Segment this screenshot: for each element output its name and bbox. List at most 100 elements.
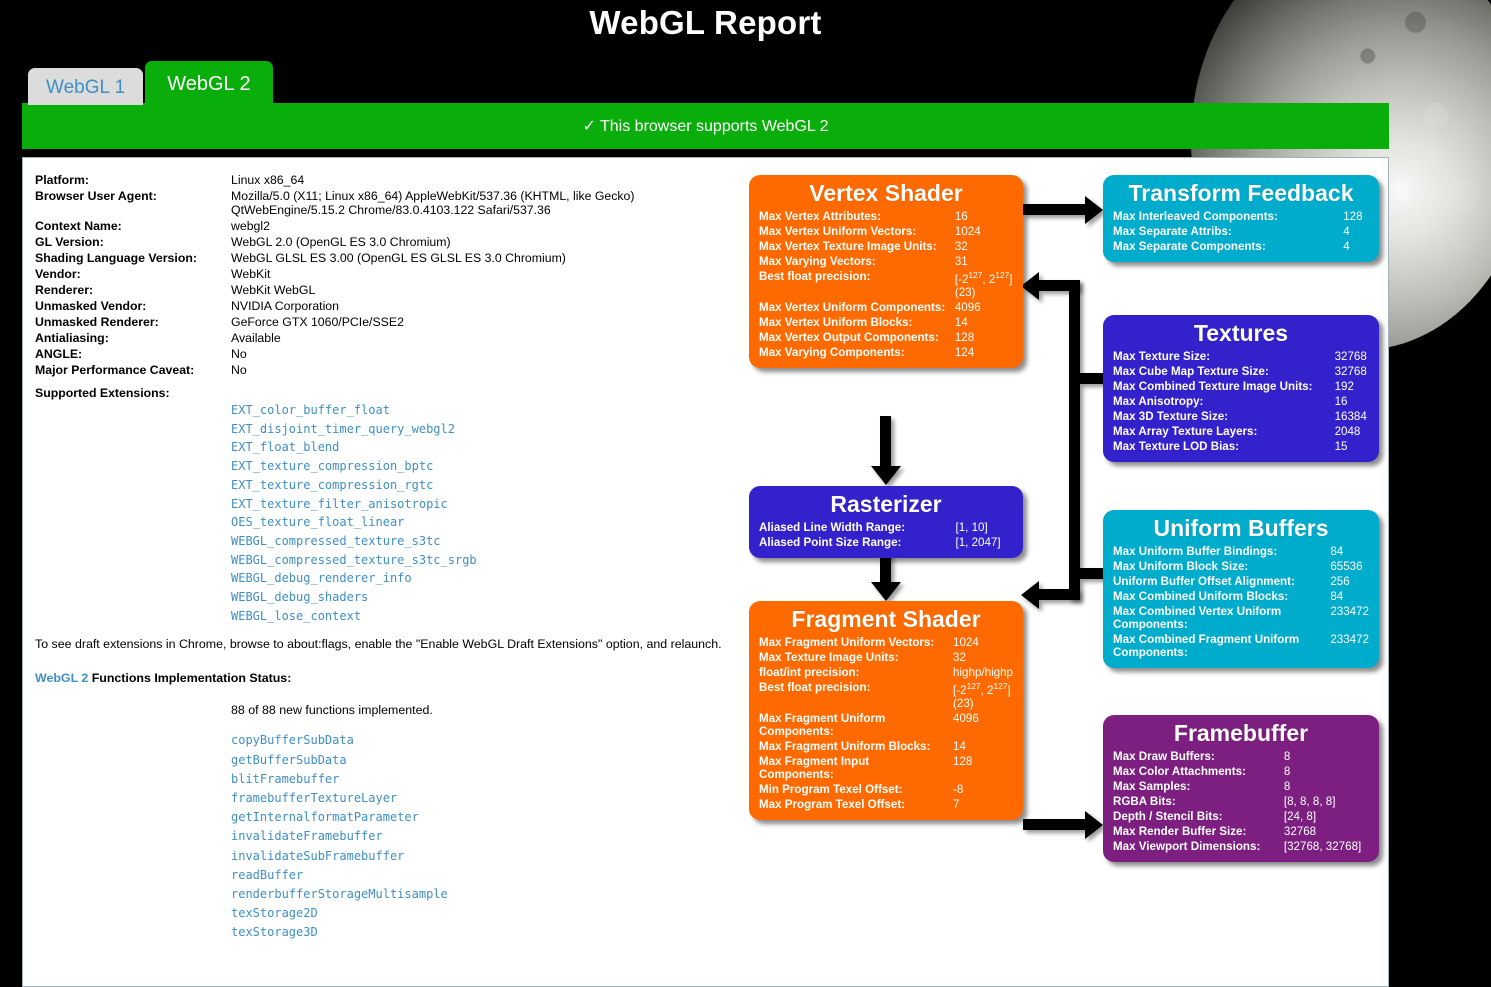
node-param-row: Max 3D Texture Size:16384 [1113, 409, 1369, 424]
support-banner: ✓ This browser supports WebGL 2 [22, 103, 1389, 149]
node-param-row: Max Texture LOD Bias:15 [1113, 439, 1369, 454]
arrow-fragment-to-framebuffer-shaft [1023, 819, 1087, 830]
node-rasterizer-table: Aliased Line Width Range:[1, 10]Aliased … [759, 520, 1013, 550]
node-param-key: Max Render Buffer Size: [1113, 825, 1247, 839]
node-param-key: Max Separate Attribs: [1113, 225, 1232, 239]
function-item[interactable]: getInternalformatParameter [231, 810, 419, 825]
node-param-row: Aliased Point Size Range:[1, 2047] [759, 535, 1013, 550]
extension-item[interactable]: OES_texture_float_linear [231, 515, 405, 530]
function-item[interactable]: getBufferSubData [231, 752, 347, 767]
node-param-value: 1024 [954, 225, 981, 239]
extension-item[interactable]: EXT_texture_compression_rgtc [231, 477, 434, 492]
arrow-rasterizer-to-fragment-head [870, 582, 901, 601]
tab-webgl-1[interactable]: WebGL 1 [28, 68, 144, 105]
node-param-value: 15 [1334, 440, 1348, 454]
node-param-value: 84 [1330, 590, 1344, 604]
extension-item[interactable]: WEBGL_debug_renderer_info [231, 571, 412, 586]
arrow-uniform-branch [1079, 568, 1105, 579]
node-param-key: Max Combined Uniform Blocks: [1113, 590, 1289, 604]
functions-status-link[interactable]: WebGL 2 [35, 671, 89, 686]
info-row-value: Available [231, 331, 281, 345]
node-param-row: Max Vertex Output Components:128 [759, 330, 1013, 345]
node-param-row: RGBA Bits:[8, 8, 8, 8] [1113, 794, 1369, 809]
node-param-value: 7 [953, 797, 960, 811]
info-row-value: No [231, 363, 247, 377]
function-item[interactable]: blitFramebuffer [231, 771, 340, 786]
extension-item[interactable]: WEBGL_lose_context [231, 608, 362, 623]
info-row-key: Context Name: [35, 219, 122, 233]
node-param-value: 84 [1330, 545, 1344, 559]
node-param-row: Max Color Attachments:8 [1113, 764, 1369, 779]
extension-item[interactable]: WEBGL_compressed_texture_s3tc_srgb [231, 552, 477, 567]
node-param-row: Max Vertex Uniform Blocks:14 [759, 315, 1013, 330]
extension-item[interactable]: WEBGL_debug_shaders [231, 590, 369, 605]
node-param-row: Max Separate Components:4 [1113, 239, 1369, 254]
info-row-key: Vendor: [35, 267, 81, 281]
node-param-key: Max Array Texture Layers: [1113, 425, 1258, 439]
node-param-key: Max Cube Map Texture Size: [1113, 365, 1269, 379]
node-param-value: 14 [953, 739, 966, 753]
arrow-textures-branch [1079, 373, 1105, 384]
functions-status-heading-rest: Functions Implementation Status: [88, 671, 292, 686]
info-row-value: GeForce GTX 1060/PCIe/SSE2 [231, 315, 404, 329]
extension-item[interactable]: EXT_float_blend [231, 440, 340, 455]
extension-item[interactable]: EXT_color_buffer_float [231, 403, 390, 417]
info-row-key: Unmasked Renderer: [35, 315, 159, 329]
node-param-row: Depth / Stencil Bits:[24, 8] [1113, 809, 1369, 824]
node-uniform-buffers: Uniform Buffers Max Uniform Buffer Bindi… [1103, 510, 1379, 669]
node-param-key: Max Fragment Uniform Blocks: [759, 739, 931, 753]
function-item[interactable]: texStorage2D [231, 906, 318, 921]
function-item[interactable]: texStorage3D [231, 925, 318, 940]
arrow-vertex-to-transform-shaft [1023, 204, 1087, 215]
node-param-key: Max Vertex Uniform Blocks: [759, 315, 913, 329]
node-fragment-shader-title: Fragment Shader [791, 606, 981, 632]
node-param-key: Max Fragment Uniform Vectors: [759, 636, 935, 650]
node-param-row: Max Combined Fragment Uniform Components… [1113, 632, 1369, 660]
extension-item[interactable]: EXT_texture_compression_bptc [231, 459, 434, 474]
node-param-value: 8 [1283, 780, 1291, 794]
node-param-row: Max Fragment Uniform Vectors: 1024 [759, 635, 1013, 650]
info-row: Major Performance Caveat:No [35, 362, 701, 378]
node-param-key: Max 3D Texture Size: [1113, 410, 1229, 424]
function-item[interactable]: readBuffer [231, 867, 304, 882]
extension-item[interactable]: EXT_disjoint_timer_query_webgl2 [231, 421, 455, 436]
arrow-to-fragment-head [1021, 580, 1039, 609]
tab-webgl-2[interactable]: WebGL 2 [145, 61, 273, 106]
function-item[interactable]: invalidateSubFramebuffer [231, 848, 405, 863]
function-item[interactable]: invalidateFramebuffer [231, 829, 383, 844]
extension-item[interactable]: EXT_texture_filter_anisotropic [231, 496, 448, 511]
info-row-key: ANGLE: [35, 347, 83, 361]
node-param-key: Max Anisotropy: [1113, 395, 1204, 409]
info-row: Unmasked Vendor:NVIDIA Corporation [35, 298, 701, 314]
node-param-row: Max Anisotropy:16 [1113, 394, 1369, 409]
node-param-row: Max Draw Buffers:8 [1113, 749, 1369, 764]
node-param-value: 1024 [953, 636, 979, 650]
node-param-row: Max Combined Texture Image Units:192 [1113, 379, 1369, 394]
node-param-value: 32 [953, 651, 966, 665]
node-param-row: Max Varying Components:124 [759, 345, 1013, 360]
node-param-key: Max Vertex Texture Image Units: [759, 240, 937, 254]
function-item[interactable]: framebufferTextureLayer [231, 791, 398, 806]
node-param-key: Max Vertex Attributes: [759, 210, 881, 224]
node-param-value: 32 [954, 240, 968, 254]
node-param-row: Aliased Line Width Range:[1, 10] [759, 520, 1013, 535]
node-fragment-shader: Fragment Shader Max Fragment Uniform Vec… [749, 601, 1023, 820]
function-item[interactable]: copyBufferSubData [231, 733, 354, 748]
node-param-key: Max Separate Components: [1113, 240, 1266, 254]
node-param-row: float/int precision:highp/highp [759, 665, 1013, 680]
info-row-key: Renderer: [35, 283, 94, 297]
function-item[interactable]: renderbufferStorageMultisample [231, 887, 448, 902]
arrow-fragment-to-framebuffer-head [1085, 810, 1103, 839]
node-param-row: Max Interleaved Components:128 [1113, 209, 1369, 224]
extension-item[interactable]: WEBGL_compressed_texture_s3tc [231, 533, 441, 548]
node-param-row: Max Render Buffer Size:32768 [1113, 824, 1369, 839]
info-row: Platform:Linux x86_64 [35, 172, 701, 188]
node-param-key: Max Program Texel Offset: [759, 797, 906, 811]
node-param-row: Best float precision:[-2127, 2127](23) [759, 680, 1013, 711]
functions-implemented-count: 88 of 88 new functions implemented. [231, 703, 433, 718]
node-param-value: 4096 [954, 300, 981, 314]
info-row-value: NVIDIA Corporation [231, 299, 339, 313]
